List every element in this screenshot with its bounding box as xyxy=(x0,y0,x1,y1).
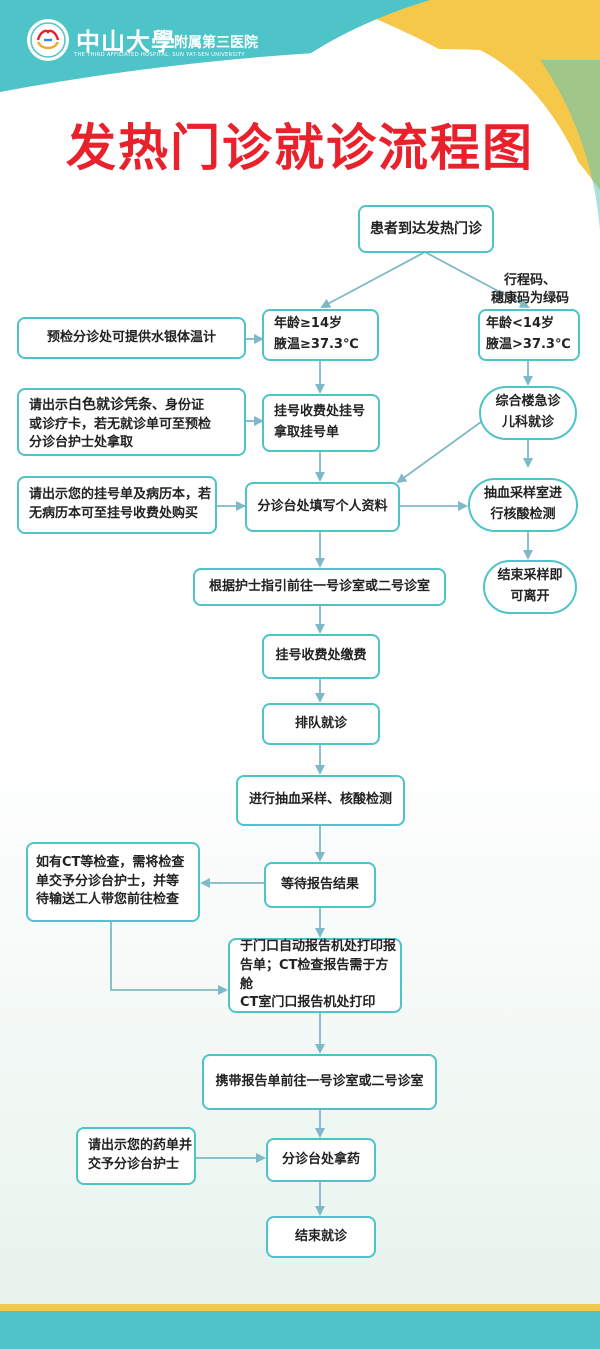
arrow-ct-print xyxy=(110,922,228,995)
note-ct: 如有CT等检查，需将检查 单交予分诊台护士，并等 待输送工人带您前往检查 xyxy=(26,842,200,922)
node-blood-test: 进行抽血采样、核酸检测 xyxy=(236,775,405,826)
node-wait-report: 等待报告结果 xyxy=(264,862,376,908)
node-print-report: 于门口自动报告机处打印报 告单；CT检查报告需于方舱 CT室门口报告机处打印 xyxy=(228,938,402,1013)
note-id-docs-a: 请出示 xyxy=(29,398,69,413)
arrow-start-adult xyxy=(320,251,426,308)
logo-text: 中山大學 xyxy=(76,27,176,56)
note-thermometer: 预检分诊处可提供水银体温计 xyxy=(17,317,246,359)
node-child-condition: 年龄<14岁 腋温>37.3℃ xyxy=(478,309,580,361)
hospital-logo-icon xyxy=(27,19,69,61)
arrow-start-child xyxy=(424,251,530,308)
node-pay: 挂号收费处缴费 xyxy=(262,634,380,679)
node-get-medicine: 分诊台处拿药 xyxy=(266,1138,376,1182)
node-go-room: 根据护士指引前往一号诊室或二号诊室 xyxy=(193,568,446,606)
node-queue: 排队就诊 xyxy=(262,703,380,745)
node-end: 结束就诊 xyxy=(266,1216,376,1258)
note-medical-records: 请出示您的挂号单及病历本，若 无病历本可至挂号收费处购买 xyxy=(17,476,217,534)
node-start: 患者到达发热门诊 xyxy=(358,205,494,253)
node-sampling: 抽血采样室进 行核酸检测 xyxy=(468,478,578,532)
node-fill-info: 分诊台处填写个人资料 xyxy=(245,482,400,532)
node-register: 挂号收费处挂号 拿取挂号单 xyxy=(262,394,380,452)
logo-subtitle: 附属第三医院 xyxy=(174,35,258,51)
node-bring-report: 携带报告单前往一号诊室或二号诊室 xyxy=(202,1054,437,1110)
page-title: 发热门诊就诊流程图 xyxy=(66,119,534,177)
note-id-docs-b: 白色就诊凭条 xyxy=(68,397,153,413)
footer-teal-band xyxy=(0,1311,600,1349)
right-teal-edge xyxy=(540,60,600,230)
logo-english: THE THIRD AFFILIATED HOSPITAL, SUN YAT-S… xyxy=(74,52,245,58)
footer-yellow-line xyxy=(0,1304,600,1311)
node-leave: 结束采样即 可离开 xyxy=(483,560,577,614)
node-adult-condition: 年龄≥14岁 腋温≥37.3℃ xyxy=(262,309,379,361)
yellow-swoosh xyxy=(330,0,600,190)
white-title-area xyxy=(0,49,600,241)
note-medicine: 请出示您的药单并 交予分诊台护士 xyxy=(76,1127,196,1185)
note-green-code: 行程码、 穗康码为绿码 xyxy=(490,273,569,306)
note-id-docs: 请出示白色就诊凭条、身份证 或诊疗卡，若无就诊单可至预检 分诊台护士处拿取 xyxy=(17,388,246,456)
node-emergency-pediatrics: 综合楼急诊 儿科就诊 xyxy=(479,386,577,440)
arrow-emergency-fill xyxy=(396,413,493,484)
note-id-docs-c: 、身份证 或诊疗卡，若无就诊单可至预检 分诊台护士处拿取 xyxy=(29,398,212,450)
